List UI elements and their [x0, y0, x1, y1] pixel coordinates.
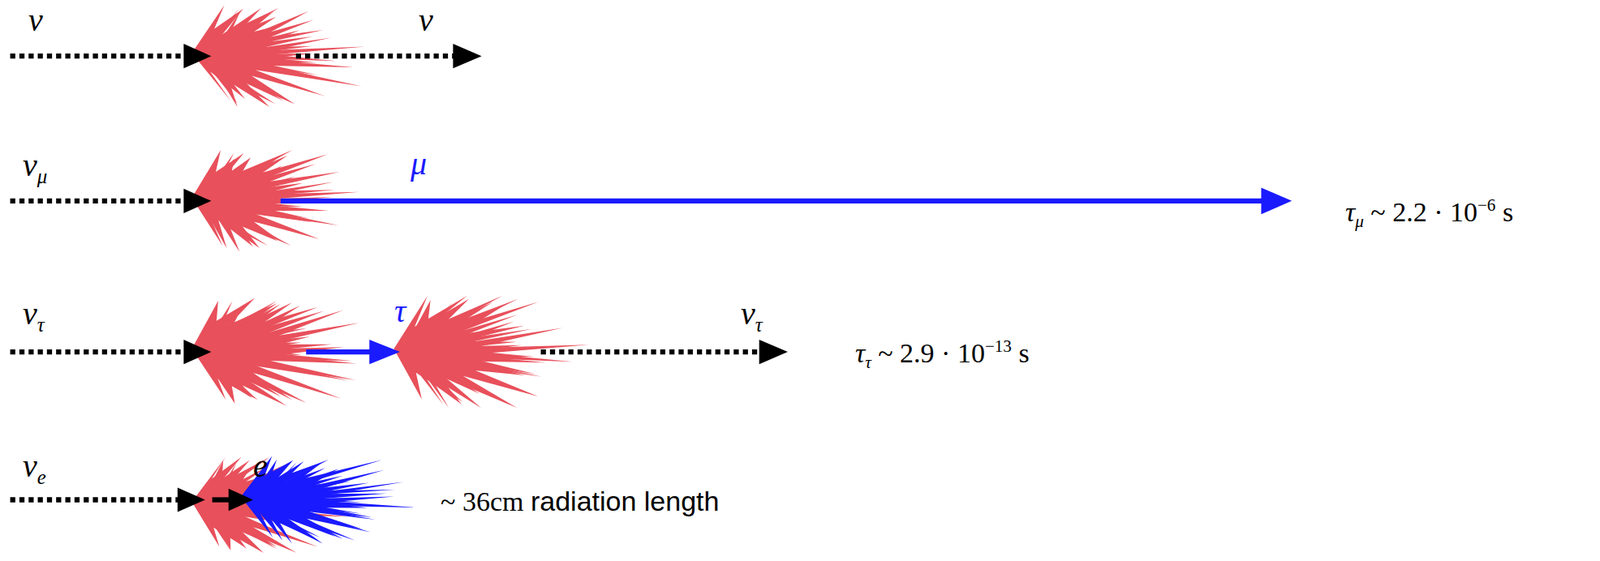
neutrino-track	[296, 53, 458, 59]
particle-shower	[208, 304, 357, 407]
arrowhead	[1260, 188, 1292, 216]
particle-shower	[208, 11, 362, 108]
arrowhead	[183, 339, 211, 365]
arrowhead	[183, 189, 211, 214]
arrowhead	[452, 43, 482, 69]
arrowhead	[759, 339, 788, 365]
particle-shower	[208, 156, 334, 253]
muon-track	[280, 198, 1266, 204]
particle-symbol: μ	[410, 146, 427, 182]
arrowhead	[177, 487, 206, 512]
neutrino-track	[10, 198, 190, 204]
neutrino-track	[10, 349, 190, 355]
particle-symbol: τ	[394, 293, 406, 330]
arrowhead	[228, 489, 254, 512]
lifetime-value: τμ ~ 2.2 · 10−6 s	[1345, 196, 1514, 232]
particle-symbol: ντ	[740, 296, 763, 336]
neutrino-track	[541, 349, 764, 355]
arrowhead	[183, 43, 211, 69]
lifetime-value: ττ ~ 2.9 · 10−13 s	[855, 337, 1030, 373]
arrowhead	[369, 339, 400, 365]
neutrino-track	[10, 497, 182, 503]
particle-symbol: νe	[22, 448, 47, 489]
neutrino-track	[10, 53, 190, 59]
particle-symbol: νμ	[22, 147, 48, 188]
particle-shower	[257, 462, 405, 545]
tau-track	[305, 349, 374, 355]
particle-shower	[410, 301, 590, 409]
particle-symbol: e	[253, 448, 268, 485]
particle-symbol: ν	[418, 2, 434, 39]
particle-symbol: ντ	[22, 296, 45, 336]
particle-symbol: ν	[28, 2, 44, 39]
length-note: ~ 36cm radiation length	[440, 486, 719, 517]
